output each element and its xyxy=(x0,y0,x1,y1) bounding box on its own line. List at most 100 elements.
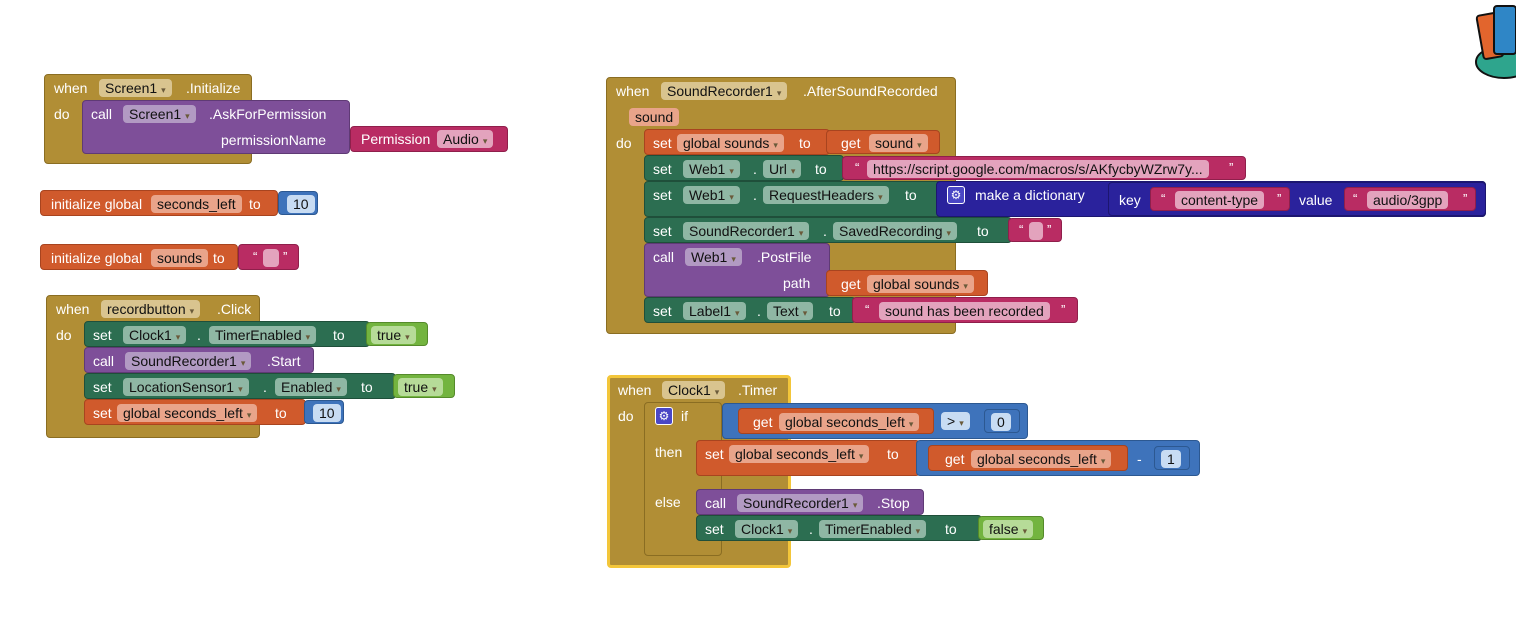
boolean-dropdown[interactable]: true▾ xyxy=(398,378,443,396)
set-label: set xyxy=(93,405,112,421)
component-dropdown[interactable]: Clock1▾ xyxy=(662,381,726,399)
init-global-sounds-block[interactable]: initialize global sounds to xyxy=(40,244,238,270)
empty-text-block[interactable]: “ ” xyxy=(1008,218,1062,242)
open-quote: “ xyxy=(1161,191,1166,206)
component-dropdown[interactable]: Web1▾ xyxy=(683,186,740,204)
gear-icon[interactable]: ⚙ xyxy=(655,407,673,425)
call-ask-permission-block[interactable]: call Screen1▾ .AskForPermission permissi… xyxy=(82,100,350,154)
get-sound-block[interactable]: get sound▾ xyxy=(826,130,940,154)
property-dropdown[interactable]: TimerEnabled▾ xyxy=(209,326,317,344)
url-text-block[interactable]: “ https://script.google.com/macros/s/AKf… xyxy=(842,156,1246,180)
var-dropdown[interactable]: global sounds▾ xyxy=(867,275,974,293)
get-label: get xyxy=(753,414,773,430)
var-dropdown[interactable]: global seconds_left▾ xyxy=(729,445,870,463)
do-label: do xyxy=(616,135,632,151)
set-global-sounds-block[interactable]: set global sounds▾ to xyxy=(644,129,830,155)
empty-text-block[interactable]: “ ” xyxy=(238,244,299,270)
key-text-field[interactable]: content-type xyxy=(1175,191,1265,209)
value-text-block[interactable]: “ audio/3gpp ” xyxy=(1344,187,1476,211)
component-dropdown[interactable]: Label1▾ xyxy=(683,302,746,320)
false-block[interactable]: false▾ xyxy=(978,516,1044,540)
get-global-seconds-block[interactable]: get global seconds_left▾ xyxy=(738,408,934,434)
component-dropdown[interactable]: Web1▾ xyxy=(683,160,740,178)
property-dropdown[interactable]: Text▾ xyxy=(767,302,814,320)
text-field[interactable]: sound has been recorded xyxy=(879,302,1050,320)
param-sound[interactable]: sound xyxy=(629,108,680,126)
boolean-dropdown[interactable]: true▾ xyxy=(371,326,416,344)
var-dropdown[interactable]: sound▾ xyxy=(869,134,928,152)
var-dropdown[interactable]: global sounds▾ xyxy=(677,134,784,152)
gear-icon[interactable]: ⚙ xyxy=(947,186,965,204)
component-dropdown[interactable]: Web1▾ xyxy=(685,248,742,266)
component-dropdown[interactable]: Clock1▾ xyxy=(735,520,799,538)
number-field[interactable]: 10 xyxy=(313,404,341,422)
to-label: to xyxy=(887,446,899,462)
number-field[interactable]: 10 xyxy=(287,195,315,213)
permission-label: Permission xyxy=(361,131,431,147)
var-dropdown[interactable]: global seconds_left▾ xyxy=(779,413,920,431)
number-block[interactable]: 10 xyxy=(304,400,344,424)
var-dropdown[interactable]: global seconds_left▾ xyxy=(971,450,1112,468)
property-dropdown[interactable]: SavedRecording▾ xyxy=(833,222,958,240)
close-quote: ” xyxy=(1061,302,1066,317)
when-label: when xyxy=(56,301,90,317)
text-field[interactable] xyxy=(1029,222,1043,240)
set-location-enabled-block[interactable]: set LocationSensor1▾ . Enabled▾ to xyxy=(84,373,396,399)
true-block[interactable]: true▾ xyxy=(393,374,455,398)
property-dropdown[interactable]: Enabled▾ xyxy=(275,378,347,396)
when-label: when xyxy=(618,382,652,398)
set-clock-timerenabled-block[interactable]: set Clock1▾ . TimerEnabled▾ to xyxy=(696,515,982,541)
to-label: to xyxy=(905,187,917,203)
key-text-block[interactable]: “ content-type ” xyxy=(1150,187,1290,211)
init-global-seconds-block[interactable]: initialize global seconds_left to xyxy=(40,190,278,216)
permission-dropdown[interactable]: Audio▾ xyxy=(437,130,494,148)
component-dropdown[interactable]: Clock1▾ xyxy=(123,326,187,344)
dot-label: . xyxy=(809,521,813,537)
url-text-field[interactable]: https://script.google.com/macros/s/AKfyc… xyxy=(867,160,1209,178)
component-dropdown[interactable]: LocationSensor1▾ xyxy=(123,378,249,396)
to-label: to xyxy=(815,161,827,177)
number-block[interactable]: 1 xyxy=(1154,446,1190,470)
component-dropdown[interactable]: Screen1▾ xyxy=(123,105,196,123)
property-dropdown[interactable]: Url▾ xyxy=(763,160,802,178)
call-soundrecorder-stop-block[interactable]: call SoundRecorder1▾ .Stop xyxy=(696,489,924,515)
set-clock-timerenabled-block[interactable]: set Clock1▾ . TimerEnabled▾ to xyxy=(84,321,370,347)
to-label: to xyxy=(945,521,957,537)
component-dropdown[interactable]: Screen1▾ xyxy=(99,79,172,97)
var-name-field[interactable]: sounds xyxy=(151,249,209,267)
set-web-url-block[interactable]: set Web1▾ . Url▾ to xyxy=(644,155,844,181)
component-dropdown[interactable]: SoundRecorder1▾ xyxy=(737,494,864,512)
component-dropdown[interactable]: SoundRecorder1▾ xyxy=(683,222,810,240)
var-dropdown[interactable]: global seconds_left▾ xyxy=(117,404,258,422)
operator-dropdown[interactable]: >▾ xyxy=(941,412,970,430)
property-dropdown[interactable]: RequestHeaders▾ xyxy=(763,186,889,204)
number-field[interactable]: 1 xyxy=(1161,450,1181,468)
set-saved-recording-block[interactable]: set SoundRecorder1▾ . SavedRecording▾ to xyxy=(644,217,1012,243)
recorded-text-block[interactable]: “ sound has been recorded ” xyxy=(852,297,1078,323)
get-global-sounds-block[interactable]: get global sounds▾ xyxy=(826,270,988,296)
component-dropdown[interactable]: SoundRecorder1▾ xyxy=(661,82,788,100)
true-block[interactable]: true▾ xyxy=(366,322,428,346)
if-label: if xyxy=(681,408,688,424)
value-text-field[interactable]: audio/3gpp xyxy=(1367,191,1449,209)
set-label: set xyxy=(93,327,112,343)
set-global-seconds-block[interactable]: set global seconds_left▾ to xyxy=(696,440,920,476)
number-field[interactable]: 0 xyxy=(991,413,1011,431)
property-dropdown[interactable]: TimerEnabled▾ xyxy=(819,520,927,538)
text-field[interactable] xyxy=(263,249,279,267)
permission-block[interactable]: Permission Audio▾ xyxy=(350,126,508,152)
number-block[interactable]: 0 xyxy=(984,409,1020,433)
boolean-dropdown[interactable]: false▾ xyxy=(983,520,1034,538)
call-soundrecorder-start-block[interactable]: call SoundRecorder1▾ .Start xyxy=(84,347,314,373)
to-label: to xyxy=(275,405,287,421)
number-block[interactable]: 10 xyxy=(278,191,318,215)
var-name-field[interactable]: seconds_left xyxy=(151,195,242,213)
close-quote: ” xyxy=(1047,222,1052,237)
component-dropdown[interactable]: SoundRecorder1▾ xyxy=(125,352,252,370)
get-global-seconds-block[interactable]: get global seconds_left▾ xyxy=(928,445,1128,471)
set-label-text-block[interactable]: set Label1▾ . Text▾ to xyxy=(644,297,856,323)
call-web-postfile-block[interactable]: call Web1▾ .PostFile path xyxy=(644,243,830,297)
set-global-seconds-block[interactable]: set global seconds_left▾ to xyxy=(84,399,306,425)
close-quote: ” xyxy=(1463,191,1468,206)
component-dropdown[interactable]: recordbutton▾ xyxy=(101,300,201,318)
